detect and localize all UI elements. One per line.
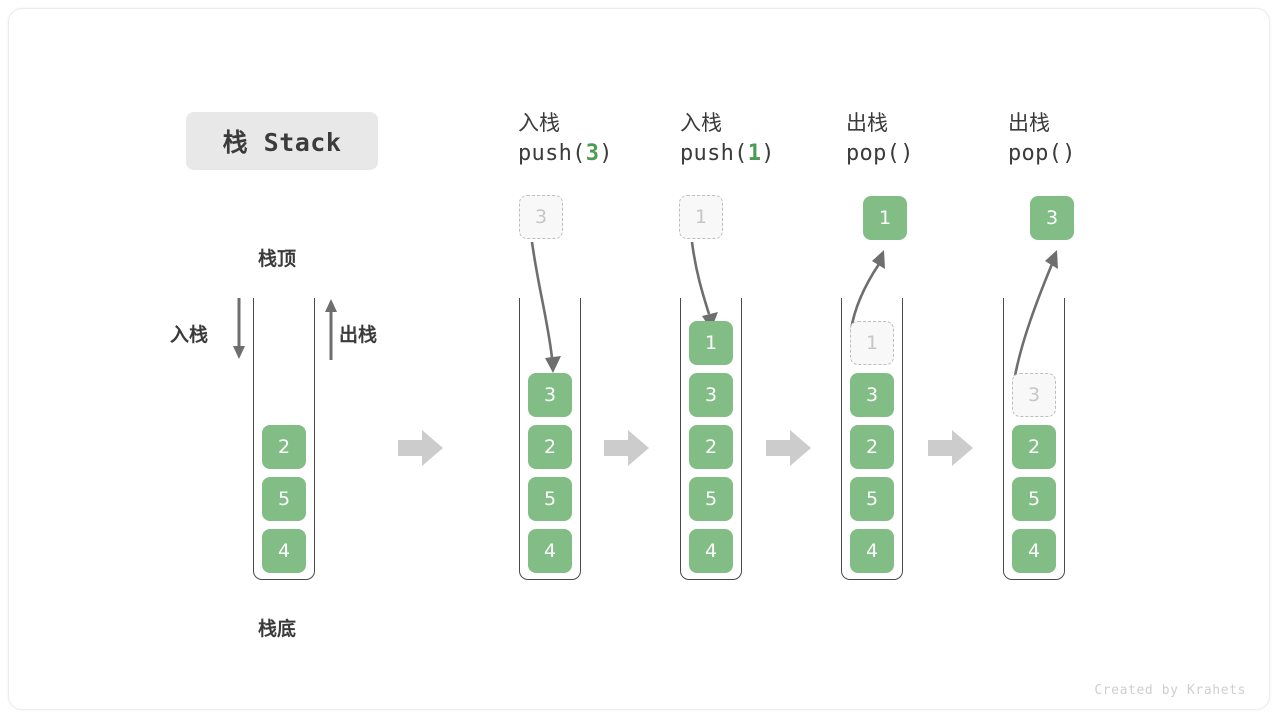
stack-element-ghost: 1	[850, 321, 894, 365]
flow-arrow-icon	[766, 428, 812, 468]
push-motion-arrow	[530, 240, 578, 380]
stack-container-pop-3	[1003, 298, 1065, 580]
stack-element: 2	[1012, 425, 1056, 469]
column-header-push-1: 入栈 push(1)	[680, 108, 850, 170]
stack-element: 5	[262, 477, 306, 521]
stack-element: 4	[528, 529, 572, 573]
stack-element: 5	[528, 477, 572, 521]
stack-element: 3	[528, 373, 572, 417]
page-title: 栈 Stack	[186, 112, 378, 170]
column-header-code: pop()	[1008, 141, 1076, 166]
floating-element-popped: 3	[1030, 196, 1074, 240]
stack-container-push-1	[680, 298, 742, 580]
flow-arrow-icon	[928, 428, 974, 468]
stack-element: 5	[689, 477, 733, 521]
floating-element-ghost: 3	[519, 195, 563, 239]
pop-motion-arrow	[1006, 248, 1070, 384]
stack-container-pop-1	[841, 298, 903, 580]
push-direction-arrow	[229, 298, 249, 360]
stack-container-push-3	[519, 298, 581, 580]
column-header-code: pop()	[846, 141, 914, 166]
label-push-left: 入栈	[170, 324, 209, 346]
column-header-code: push(3)	[518, 141, 613, 166]
stack-element: 1	[689, 321, 733, 365]
stack-element: 5	[1012, 477, 1056, 521]
stack-element: 5	[850, 477, 894, 521]
stack-element: 4	[850, 529, 894, 573]
stack-element: 3	[850, 373, 894, 417]
stack-element: 4	[689, 529, 733, 573]
label-stack-bottom: 栈底	[258, 618, 297, 640]
stack-element: 4	[1012, 529, 1056, 573]
label-pop-left: 出栈	[339, 324, 378, 346]
label-stack-top: 栈顶	[258, 248, 297, 270]
floating-element-popped: 1	[863, 196, 907, 240]
stack-element: 2	[689, 425, 733, 469]
stack-element: 3	[689, 373, 733, 417]
pop-direction-arrow	[321, 298, 341, 360]
flow-arrow-icon	[604, 428, 650, 468]
stack-element: 2	[262, 425, 306, 469]
column-header-code: push(1)	[680, 141, 775, 166]
stack-element: 2	[528, 425, 572, 469]
stack-element-ghost: 3	[1012, 373, 1056, 417]
flow-arrow-icon	[398, 428, 444, 468]
stack-container-initial	[253, 298, 315, 580]
credit-text: Created by Krahets	[1094, 683, 1246, 698]
stack-element: 4	[262, 529, 306, 573]
stack-element: 2	[850, 425, 894, 469]
column-header-pop-1: 出栈 pop()	[846, 108, 1016, 170]
column-header-push-3: 入栈 push(3)	[518, 108, 688, 170]
floating-element-ghost: 1	[679, 195, 723, 239]
column-header-pop-3: 出栈 pop()	[1008, 108, 1178, 170]
